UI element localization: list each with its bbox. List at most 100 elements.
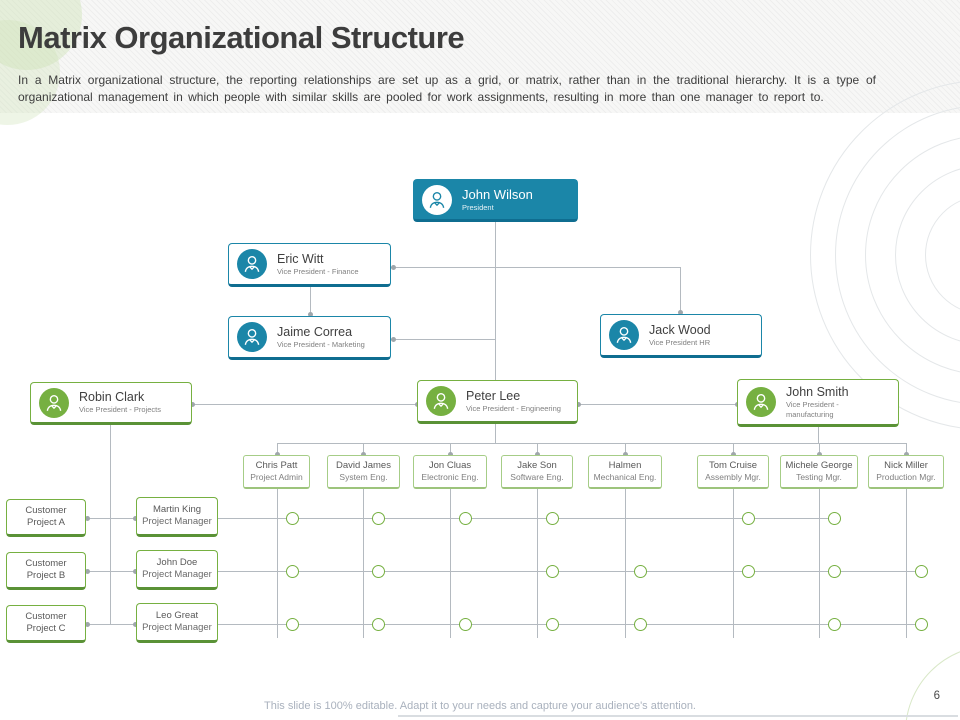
person-name: Jack Wood — [649, 322, 711, 337]
connector-line — [537, 443, 538, 455]
matrix-assignment-circle — [285, 564, 299, 578]
connector-line — [819, 443, 820, 455]
junction-dot — [816, 451, 822, 457]
matrix-assignment-circle — [827, 564, 841, 578]
person-name: Peter Lee — [466, 388, 521, 403]
person-icon — [746, 387, 776, 417]
connector-line — [819, 489, 820, 638]
connector-line — [495, 222, 496, 380]
connector-line — [391, 339, 495, 340]
project-card-b: Customer Project B — [6, 552, 86, 590]
connector-line — [218, 571, 928, 572]
connector-line — [450, 489, 451, 638]
connector-line — [818, 427, 819, 443]
person-role: Vice President - Projects — [79, 405, 161, 415]
page-number: 6 — [933, 690, 940, 702]
connector-line — [86, 518, 134, 519]
junction-dot — [575, 401, 581, 407]
person-name: Robin Clark — [79, 390, 145, 405]
junction-dot — [390, 336, 396, 342]
connector-line — [578, 404, 737, 405]
connector-line — [906, 443, 907, 455]
junction-dot — [730, 451, 736, 457]
junction-dot — [677, 309, 683, 315]
person-role: Vice President - Finance — [277, 266, 359, 276]
connector-line — [277, 489, 278, 638]
person-icon — [426, 386, 456, 416]
matrix-assignment-circle — [827, 617, 841, 631]
connector-line — [86, 571, 134, 572]
junction-dot — [132, 568, 138, 574]
connector-line — [680, 267, 681, 314]
person-name: Jaime Correa — [277, 324, 353, 339]
junction-dot — [534, 451, 540, 457]
junction-dot — [84, 515, 90, 521]
person-role: Vice President - Marketing — [277, 339, 365, 349]
junction-dot — [84, 621, 90, 627]
matrix-assignment-circle — [371, 617, 385, 631]
connector-line — [363, 489, 364, 638]
junction-dot — [189, 401, 195, 407]
person-name: John Wilson — [462, 186, 533, 202]
person-icon — [609, 320, 639, 350]
connector-line — [277, 443, 906, 444]
matrix-assignment-circle — [914, 617, 928, 631]
matrix-assignment-circle — [545, 617, 559, 631]
matrix-assignment-circle — [458, 511, 472, 525]
junction-dot — [622, 451, 628, 457]
footer-divider — [398, 715, 958, 717]
project-card-a: Customer Project A — [6, 499, 86, 537]
junction-dot — [84, 568, 90, 574]
matrix-assignment-circle — [914, 564, 928, 578]
matrix-assignment-circle — [371, 564, 385, 578]
matrix-assignment-circle — [741, 564, 755, 578]
matrix-assignment-circle — [633, 564, 647, 578]
connector-line — [218, 624, 928, 625]
connector-line — [218, 518, 841, 519]
junction-dot — [903, 451, 909, 457]
matrix-assignment-circle — [371, 511, 385, 525]
connector-line — [733, 443, 734, 455]
matrix-assignment-circle — [285, 617, 299, 631]
matrix-assignment-circle — [545, 564, 559, 578]
slide-description: In a Matrix organizational structure, th… — [18, 73, 876, 105]
footer-note: This slide is 100% editable. Adapt it to… — [264, 700, 696, 712]
junction-dot — [390, 264, 396, 270]
connector-line — [450, 443, 451, 455]
page-title: Matrix Organizational Structure — [18, 20, 465, 55]
connector-line — [86, 624, 134, 625]
person-icon — [39, 387, 69, 418]
matrix-assignment-circle — [545, 511, 559, 525]
header-band — [0, 0, 960, 113]
matrix-assignment-circle — [827, 511, 841, 525]
connector-line — [310, 287, 311, 316]
junction-dot — [132, 621, 138, 627]
connector-line — [277, 443, 278, 455]
matrix-assignment-circle — [458, 617, 472, 631]
matrix-assignment-circle — [741, 511, 755, 525]
connector-line — [363, 443, 364, 455]
junction-dot — [132, 515, 138, 521]
junction-dot — [447, 451, 453, 457]
connector-line — [625, 443, 626, 455]
connector-line — [391, 267, 680, 268]
person-role: Vice President - manufacturing — [786, 400, 839, 419]
person-role: Vice President HR — [649, 337, 711, 347]
person-name: Eric Witt — [277, 251, 324, 266]
connector-line — [906, 489, 907, 638]
matrix-assignment-circle — [633, 617, 647, 631]
